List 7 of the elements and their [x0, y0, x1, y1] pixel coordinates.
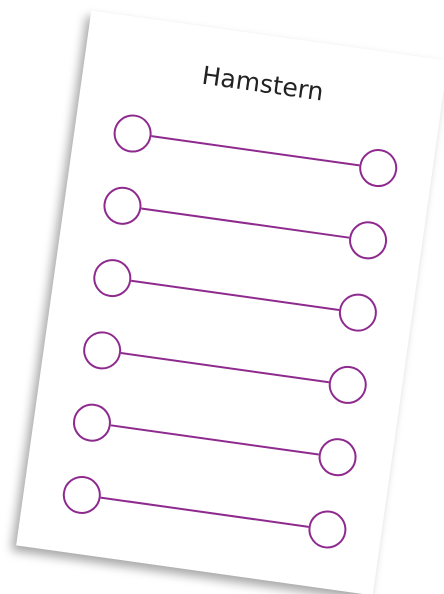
connector-line [151, 135, 360, 166]
connector-line [100, 496, 309, 528]
connector-line [120, 352, 330, 384]
connector-line [130, 280, 340, 311]
connector-line [141, 207, 350, 239]
connector-line [110, 424, 319, 456]
title: Hamstern [199, 60, 326, 109]
